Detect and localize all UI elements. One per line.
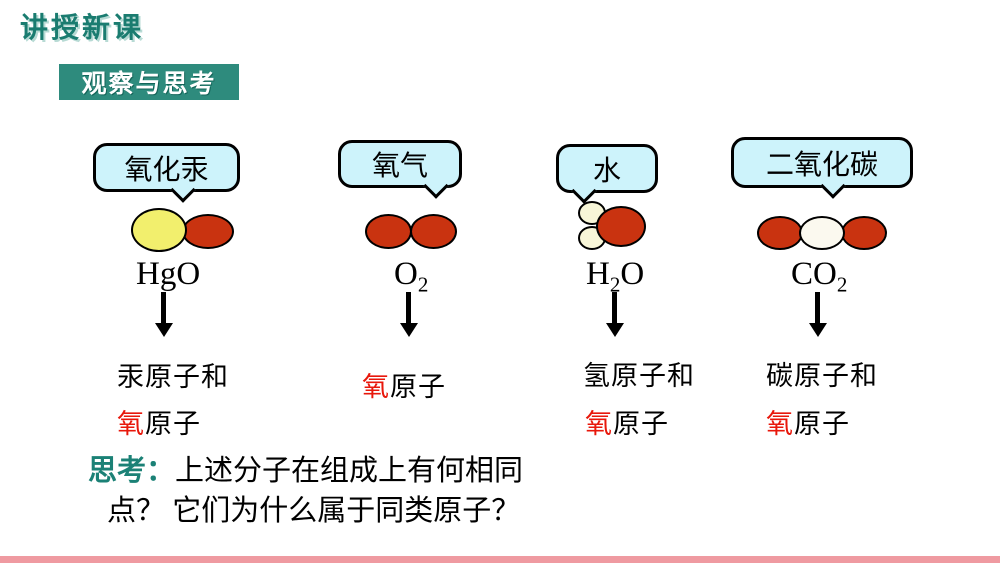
oxygen-atom bbox=[365, 214, 412, 249]
atoms-text-line1: 氢原子和 bbox=[583, 361, 695, 391]
atoms-rest: 原子 bbox=[390, 372, 446, 402]
atoms-red-char: 氧 bbox=[585, 409, 613, 439]
arrow-shaft bbox=[406, 292, 411, 325]
formula-subscript: 2 bbox=[836, 272, 848, 297]
think-question-line2: 点？ 它们为什么属于同类原子？ bbox=[107, 495, 521, 527]
formula-h2o: H2O bbox=[586, 256, 645, 296]
down-arrow-icon bbox=[155, 292, 173, 338]
formula-subscript: 2 bbox=[417, 272, 429, 297]
arrow-shaft bbox=[612, 292, 617, 325]
down-arrow-icon bbox=[400, 292, 418, 338]
formula-text: HgO bbox=[136, 256, 201, 292]
oxygen-atom bbox=[757, 216, 803, 250]
think-text: 上述分子在组成上有何相同 bbox=[175, 455, 524, 487]
page-title: 讲授新课 bbox=[20, 12, 145, 43]
formula-subscript: 2 bbox=[609, 272, 621, 297]
arrow-head bbox=[606, 323, 624, 337]
down-arrow-icon bbox=[606, 292, 624, 338]
think-question-line1: 思考：上述分子在组成上有何相同 bbox=[88, 447, 523, 489]
down-arrow-icon bbox=[809, 292, 827, 338]
oxygen-atom bbox=[596, 206, 646, 247]
section-badge: 观察与思考 bbox=[59, 64, 239, 100]
footer-strip bbox=[0, 556, 1000, 563]
arrow-head bbox=[400, 323, 418, 337]
think-label: 思考 bbox=[88, 455, 147, 487]
formula-co2: CO2 bbox=[791, 256, 847, 296]
oxygen-atom bbox=[182, 214, 234, 249]
atoms-rest: 原子 bbox=[145, 409, 201, 439]
molecule-o2 bbox=[365, 214, 457, 249]
atoms-text-line2: 氧原子 bbox=[117, 402, 201, 441]
atoms-text-line2: 氧原子 bbox=[585, 402, 669, 441]
bubble-label: 水 bbox=[592, 155, 621, 187]
formula-text: H bbox=[586, 256, 610, 292]
atoms-rest: 原子 bbox=[794, 409, 850, 439]
bubble-label: 氧气 bbox=[371, 151, 428, 182]
formula-hgo: HgO bbox=[136, 258, 200, 291]
atoms-red-char: 氧 bbox=[766, 409, 794, 439]
formula-o2: O2 bbox=[394, 256, 428, 296]
molecule-co2 bbox=[757, 216, 887, 250]
formula-text: O bbox=[394, 256, 418, 292]
molecule-hgo bbox=[131, 208, 235, 252]
atoms-text-line1: 碳原子和 bbox=[766, 361, 878, 391]
label-bubble-oxygen: 氧气 bbox=[338, 140, 462, 199]
mercury-atom bbox=[131, 208, 187, 252]
oxygen-atom bbox=[841, 216, 887, 250]
label-bubble-water: 水 bbox=[556, 144, 658, 204]
carbon-atom bbox=[799, 216, 845, 250]
atoms-red-char: 氧 bbox=[117, 409, 145, 439]
atoms-text-line2: 氧原子 bbox=[766, 402, 850, 441]
section-badge-label: 观察与思考 bbox=[81, 70, 217, 98]
atoms-red-char: 氧 bbox=[362, 372, 390, 402]
atoms-text-line1: 汞原子和 bbox=[117, 362, 229, 392]
molecule-h2o bbox=[578, 201, 648, 251]
atoms-text-line: 氧原子 bbox=[362, 365, 446, 404]
bubble-label: 二氧化碳 bbox=[765, 149, 878, 181]
oxygen-atom bbox=[410, 214, 457, 249]
label-bubble-mercury-oxide: 氧化汞 bbox=[93, 143, 240, 203]
formula-text: O bbox=[620, 256, 645, 292]
arrow-shaft bbox=[815, 292, 820, 325]
arrow-shaft bbox=[161, 292, 166, 325]
formula-text: CO bbox=[791, 256, 837, 292]
label-bubble-carbon-dioxide: 二氧化碳 bbox=[731, 137, 913, 199]
think-colon: ： bbox=[146, 455, 176, 487]
arrow-head bbox=[809, 323, 827, 337]
atoms-rest: 原子 bbox=[613, 409, 669, 439]
bubble-label: 氧化汞 bbox=[124, 154, 209, 186]
arrow-head bbox=[155, 323, 173, 337]
